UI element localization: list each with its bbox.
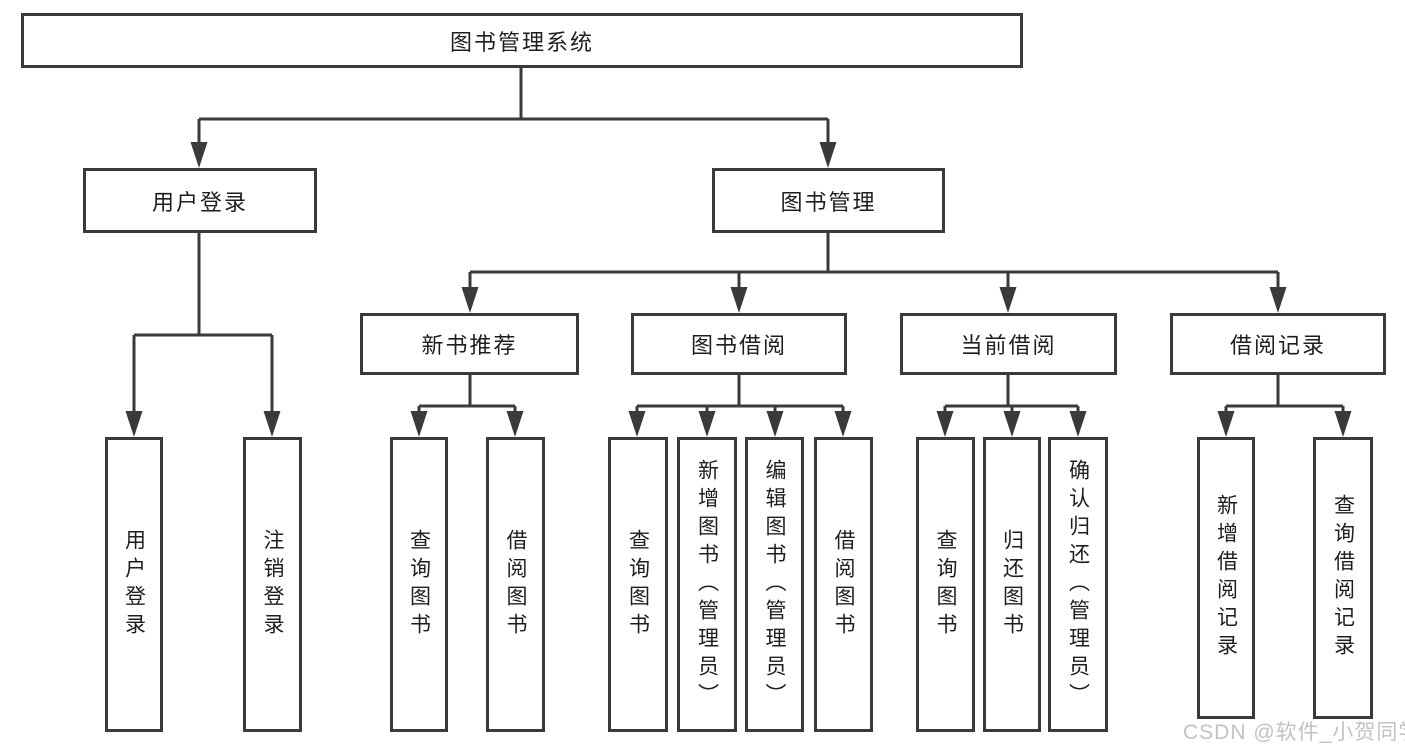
node-label: 查询图书 bbox=[626, 528, 650, 641]
node-label: 查询借阅记录 bbox=[1331, 494, 1355, 662]
node-leaf-bb-edit-books-admin: 编辑图书（管理员） bbox=[745, 437, 804, 732]
node-leaf-bb-query-books: 查询图书 bbox=[608, 437, 668, 732]
node-leaf-bb-add-books-admin: 新增图书（管理员） bbox=[677, 437, 737, 732]
node-library-system: 图书管理系统 bbox=[21, 13, 1023, 68]
node-label: 新增图书（管理员） bbox=[695, 458, 719, 711]
node-label: 归还图书 bbox=[1000, 528, 1024, 641]
node-book-borrowing: 图书借阅 bbox=[631, 313, 847, 375]
node-label: 新书推荐 bbox=[421, 333, 518, 358]
node-label: 注销登录 bbox=[261, 528, 284, 641]
node-leaf-nbr-borrow-books: 借阅图书 bbox=[486, 437, 545, 732]
node-user-login: 用户登录 bbox=[83, 168, 317, 233]
node-leaf-br-add-record: 新增借阅记录 bbox=[1197, 437, 1255, 719]
node-label: 借阅记录 bbox=[1229, 333, 1326, 358]
node-leaf-user-login: 用户登录 bbox=[105, 437, 163, 732]
node-label: 确认归还（管理员） bbox=[1066, 458, 1090, 711]
node-label: 用户登录 bbox=[122, 528, 146, 641]
node-label: 借阅图书 bbox=[832, 528, 855, 641]
node-leaf-bb-borrow-books: 借阅图书 bbox=[814, 437, 873, 732]
node-label: 图书管理系统 bbox=[449, 29, 594, 55]
node-label: 新增借阅记录 bbox=[1214, 494, 1238, 662]
node-label: 用户登录 bbox=[151, 189, 248, 215]
node-label: 查询图书 bbox=[407, 528, 431, 641]
node-label: 图书借阅 bbox=[690, 333, 787, 358]
node-leaf-cb-query-books: 查询图书 bbox=[916, 437, 975, 732]
node-new-book-recommendation: 新书推荐 bbox=[360, 313, 579, 375]
node-leaf-nbr-query-books: 查询图书 bbox=[390, 437, 448, 732]
node-label: 借阅图书 bbox=[504, 528, 527, 641]
node-leaf-cb-return-books: 归还图书 bbox=[983, 437, 1041, 732]
node-leaf-logout: 注销登录 bbox=[243, 437, 302, 732]
node-label: 查询图书 bbox=[934, 528, 957, 641]
node-book-management: 图书管理 bbox=[712, 168, 945, 233]
node-label: 当前借阅 bbox=[960, 333, 1057, 358]
node-leaf-br-query-record: 查询借阅记录 bbox=[1313, 437, 1373, 719]
node-current-borrowing: 当前借阅 bbox=[900, 313, 1117, 375]
node-label: 图书管理 bbox=[780, 189, 877, 215]
node-label: 编辑图书（管理员） bbox=[763, 458, 786, 711]
node-borrowing-records: 借阅记录 bbox=[1170, 313, 1386, 375]
watermark: CSDN @软件_小贺同学 bbox=[1183, 721, 1405, 744]
node-leaf-cb-confirm-return-admin: 确认归还（管理员） bbox=[1048, 437, 1108, 732]
